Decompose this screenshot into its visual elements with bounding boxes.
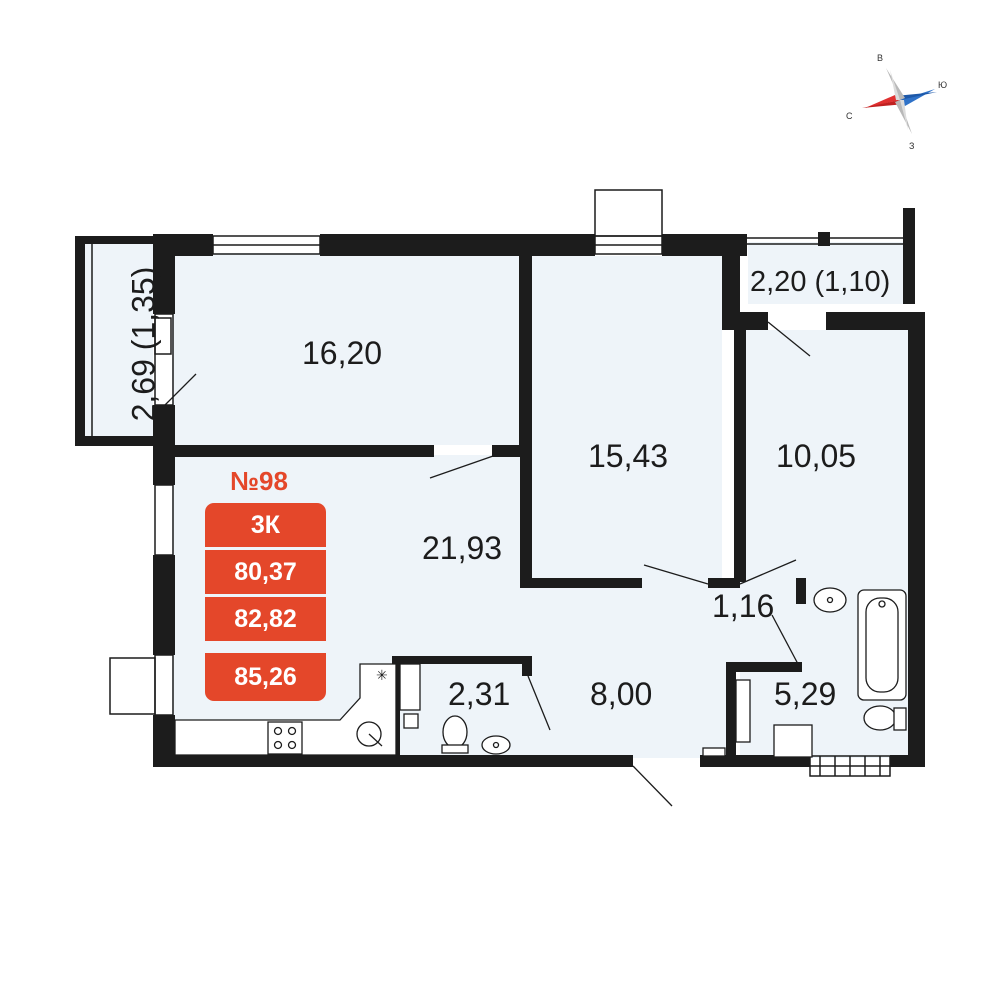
wall-bedroom1-stub [492, 445, 522, 457]
wall-wc-top [398, 656, 530, 664]
compass-rose [862, 68, 937, 134]
wall-left-upper [153, 234, 175, 314]
floor-balcony-left [85, 242, 153, 438]
wall-left-bottom [153, 715, 175, 767]
wall-left-lower [153, 555, 175, 655]
room-label-balcony-left: 2,69 (1,35) [125, 266, 162, 422]
door-wc [527, 675, 551, 731]
window-left-bottom [154, 654, 174, 716]
wall-bedroom3-topleft [722, 312, 768, 330]
vent-box-top [594, 189, 663, 237]
wall-bath-top-stub [796, 578, 806, 604]
room-label-wc: 2,31 [448, 676, 511, 712]
room-label-hallway: 8,00 [590, 676, 653, 712]
wall-bedroom3-left [734, 312, 746, 582]
kitchen-fixtures: ✳ [174, 663, 421, 756]
floor-bedroom-3 [740, 330, 908, 578]
floor-bedroom-2 [532, 256, 722, 578]
wall-balcony-left-outer [75, 236, 85, 446]
area-living-badge: 80,37 [205, 550, 326, 594]
door-balcony-left [159, 373, 197, 411]
wall-bath-left [726, 662, 736, 762]
wall-top-mid [320, 234, 595, 256]
room-label-balcony-right: 2,20 (1,10) [750, 266, 891, 298]
bath-toilet-icon [863, 705, 897, 731]
room-label-bedroom-1: 16,20 [302, 335, 383, 371]
balcony-left-block [154, 317, 172, 355]
toilet-icon [442, 715, 468, 749]
area-balcony-badge: 85,26 [205, 653, 326, 701]
vent-box-left [109, 657, 156, 715]
floor-balcony-right [748, 242, 904, 304]
wall-bath-left-top [726, 662, 802, 672]
wall-bedroom1-bottom [172, 445, 434, 457]
room-label-hall-small: 1,16 [712, 588, 775, 624]
compass-letter-north: В [877, 53, 884, 63]
door-entrance [632, 765, 673, 807]
floor-bedroom-1 [172, 253, 522, 445]
compass-letter-west: С [846, 111, 853, 121]
area-total-badge: 82,82 [205, 597, 326, 641]
stove-icon [267, 721, 303, 755]
wall-bedroom2-left [520, 256, 532, 586]
door-bathroom [771, 614, 799, 665]
compass-letter-east: Ю [938, 80, 948, 90]
apartment-number: №98 [230, 466, 288, 496]
fridge-box [399, 663, 421, 711]
wall-balcony-right-pier [818, 232, 830, 246]
room-label-kitchen-living: 21,93 [422, 530, 503, 566]
wall-right [908, 312, 925, 767]
room-label-bedroom-3: 10,05 [776, 438, 857, 474]
apartment-type-badge: 3К [205, 503, 326, 547]
window-left-upper [154, 313, 174, 406]
wall-bedroom2-bottom [520, 578, 642, 588]
wall-balcony-left-bottom [75, 436, 175, 446]
room-label-bathroom: 5,29 [774, 676, 837, 712]
wall-bedroom2-right [722, 234, 740, 330]
wc-fixtures [403, 713, 511, 755]
doors [159, 321, 811, 807]
wall-balcony-left-top [75, 236, 155, 244]
door-bedroom3 [739, 559, 797, 585]
svg-text:✳: ✳ [376, 668, 388, 684]
window-left-lower [154, 484, 174, 556]
door-bedroom2 [643, 564, 709, 585]
windows [91, 189, 903, 777]
compass-needle-red [865, 95, 900, 108]
door-balcony-right [767, 321, 811, 357]
room-label-bedroom-2: 15,43 [588, 438, 669, 474]
bathroom-fixtures [702, 587, 907, 758]
wall-wc-right [522, 656, 532, 676]
wall-hall-stub [708, 578, 740, 588]
kitchen-counter [174, 663, 397, 756]
floor-hallway [532, 660, 732, 758]
wall-balcony-post [903, 208, 915, 304]
washing-machine-box [773, 724, 813, 758]
room-floors [85, 242, 908, 758]
compass-letter-south: З [909, 141, 915, 151]
walls [75, 208, 925, 767]
door-bedroom1 [429, 454, 497, 479]
wall-right-top [826, 312, 925, 330]
